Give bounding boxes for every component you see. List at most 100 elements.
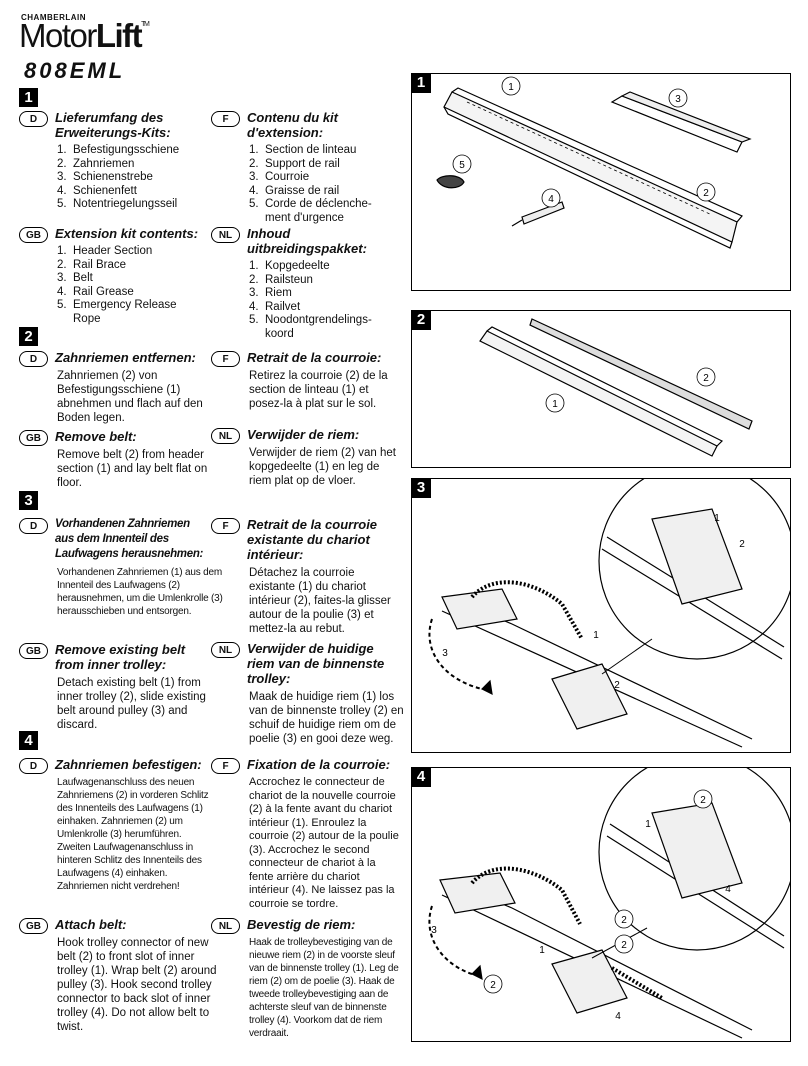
step-1-box: 1 [19, 88, 38, 107]
panel-2-illustration: 1 2 [479, 318, 753, 457]
s1-d-list: 1.Befestigungsschiene 2.Zahnriemen 3.Sch… [19, 144, 219, 212]
list-item: 5.Corde de déclenche-ment d'urgence [249, 198, 372, 224]
callout-3: 3 [675, 94, 681, 105]
callout-3: 3 [442, 648, 448, 659]
callout-2: 2 [700, 795, 706, 806]
callout-1: 1 [508, 82, 514, 93]
s2-nl-section: NL Verwijder de riem: Verwijder de riem (… [211, 427, 401, 488]
s1-nl-title: Inhoud uitbreidingspakket: [247, 226, 367, 256]
step-3-box: 3 [19, 491, 38, 510]
s1-nl-list: 1.Kopgedeelte 2.Railsteun 3.Riem 4.Railv… [211, 260, 396, 341]
s1-f-title: Contenu du kit d'extension: [247, 110, 338, 140]
callout-2: 2 [703, 373, 709, 384]
list-item: 3.Schienenstrebe [57, 171, 153, 183]
callout-2: 2 [703, 188, 709, 199]
lang-badge: GB [19, 227, 48, 243]
list-item: 5.Notentriegelungsseil [57, 198, 178, 210]
brand-light: Motor [19, 17, 97, 54]
callout-4: 4 [725, 884, 731, 895]
s3-gb-body: Detach existing belt (1) from inner trol… [57, 677, 206, 731]
s3-gb-title: Remove existing belt from inner trolley: [55, 642, 186, 672]
panel-3-illustration: 1 2 1 2 3 [428, 462, 796, 748]
s2-nl-title: Verwijder de riem: [247, 427, 360, 442]
list-item: 4.Schienenfett [57, 184, 137, 197]
model-number: 808EML [24, 58, 126, 83]
callout-4b: 4 [615, 1011, 621, 1022]
lang-badge: F [211, 758, 240, 774]
s4-gb-title: Attach belt: [55, 917, 127, 932]
s1-d-title: Lieferumfang des Erweiterungs-Kits: [55, 110, 171, 140]
panel-number: 3 [411, 478, 431, 498]
s4-f-body: Accrochez le connecteur de chariot de la… [249, 776, 399, 910]
list-item: 3.Belt [57, 272, 93, 284]
brand-small-text: CHAMBERLAIN [21, 13, 87, 22]
s3-gb-section: GB Remove existing belt from inner trolle… [19, 642, 215, 732]
list-item: 3.Riem [249, 287, 292, 299]
s3-f-title: Retrait de la courroie existante du char… [247, 517, 378, 562]
s1-d-section: D Lieferumfang des Erweiterungs-Kits: 1.B… [19, 110, 219, 212]
figure-panel-4: 4 1 2 4 1 2 3 2 4 2 [411, 753, 796, 1042]
s4-d-body: Laufwagenanschluss des neuen Zahnriemens… [57, 777, 209, 892]
figure-panel-3: 3 1 2 1 2 3 [411, 462, 796, 753]
step-2-box: 2 [19, 327, 38, 346]
callout-2: 2 [739, 539, 745, 550]
list-item: 5.Emergency Release Rope [57, 299, 177, 325]
lang-badge: NL [211, 918, 240, 934]
step-4-box: 4 [19, 731, 38, 750]
s3-d-title: Vorhandenen Zahnriemen aus dem Innenteil… [55, 518, 204, 560]
s4-nl-body: Haak de trolleybevestiging van de nieuwe… [249, 937, 399, 1039]
s3-nl-body: Maak de huidige riem (1) los van de binn… [249, 691, 404, 745]
callout-3: 3 [431, 925, 437, 936]
lang-badge: D [19, 111, 48, 127]
panel-number: 2 [411, 310, 431, 330]
list-item: 2.Railsteun [249, 273, 313, 286]
lang-badge: GB [19, 643, 48, 659]
callout-1: 1 [645, 819, 651, 830]
callout-2d: 2 [621, 915, 627, 926]
list-item: 2.Support de rail [249, 157, 340, 170]
s1-f-list: 1.Section de linteau 2.Support de rail 3… [211, 144, 396, 225]
lang-badge: F [211, 351, 240, 367]
callout-2c: 2 [490, 980, 496, 991]
lang-badge: NL [211, 642, 240, 658]
list-item: 4.Railvet [249, 300, 301, 313]
s4-f-title: Fixation de la courroie: [247, 757, 391, 772]
panel-number: 1 [411, 73, 431, 93]
list-item: 2.Zahnriemen [57, 157, 135, 170]
s2-d-title: Zahnriemen entfernen: [55, 350, 196, 365]
s4-gb-section: GB Attach belt: Hook trolley connector of… [19, 917, 217, 1034]
s2-nl-body: Verwijder de riem (2) van het kopgedeelt… [249, 447, 397, 487]
s2-gb-title: Remove belt: [55, 429, 137, 444]
s1-gb-section: GB Extension kit contents: 1.Header Secti… [19, 226, 219, 326]
callout-2b: 2 [614, 680, 620, 691]
callout-2b: 2 [621, 940, 627, 951]
list-item: 1.Section de linteau [249, 144, 357, 156]
callout-1: 1 [552, 399, 558, 410]
s2-d-body: Zahnriemen (2) von Befestigungsschiene (… [57, 370, 203, 424]
callout-5: 5 [459, 160, 465, 171]
callout-4: 4 [548, 194, 554, 205]
list-item: 1.Kopgedeelte [249, 260, 330, 272]
list-item: 4.Graisse de rail [249, 184, 340, 197]
s4-gb-body: Hook trolley connector of new belt (2) t… [57, 937, 217, 1033]
list-item: 5.Noodontgrendelings-koord [249, 314, 372, 340]
callout-1b: 1 [593, 630, 599, 641]
lang-badge: GB [19, 918, 48, 934]
s4-d-title: Zahnriemen befestigen: [55, 757, 202, 772]
list-item: 4.Rail Grease [57, 285, 134, 298]
callout-1b: 1 [539, 945, 545, 956]
list-item: 1.Befestigungsschiene [57, 144, 180, 156]
lang-badge: NL [211, 428, 240, 444]
panel-number: 4 [411, 767, 431, 787]
list-item: 1.Header Section [57, 245, 153, 257]
brand-bold: Lift [95, 17, 143, 54]
s1-gb-title: Extension kit contents: [55, 226, 199, 241]
